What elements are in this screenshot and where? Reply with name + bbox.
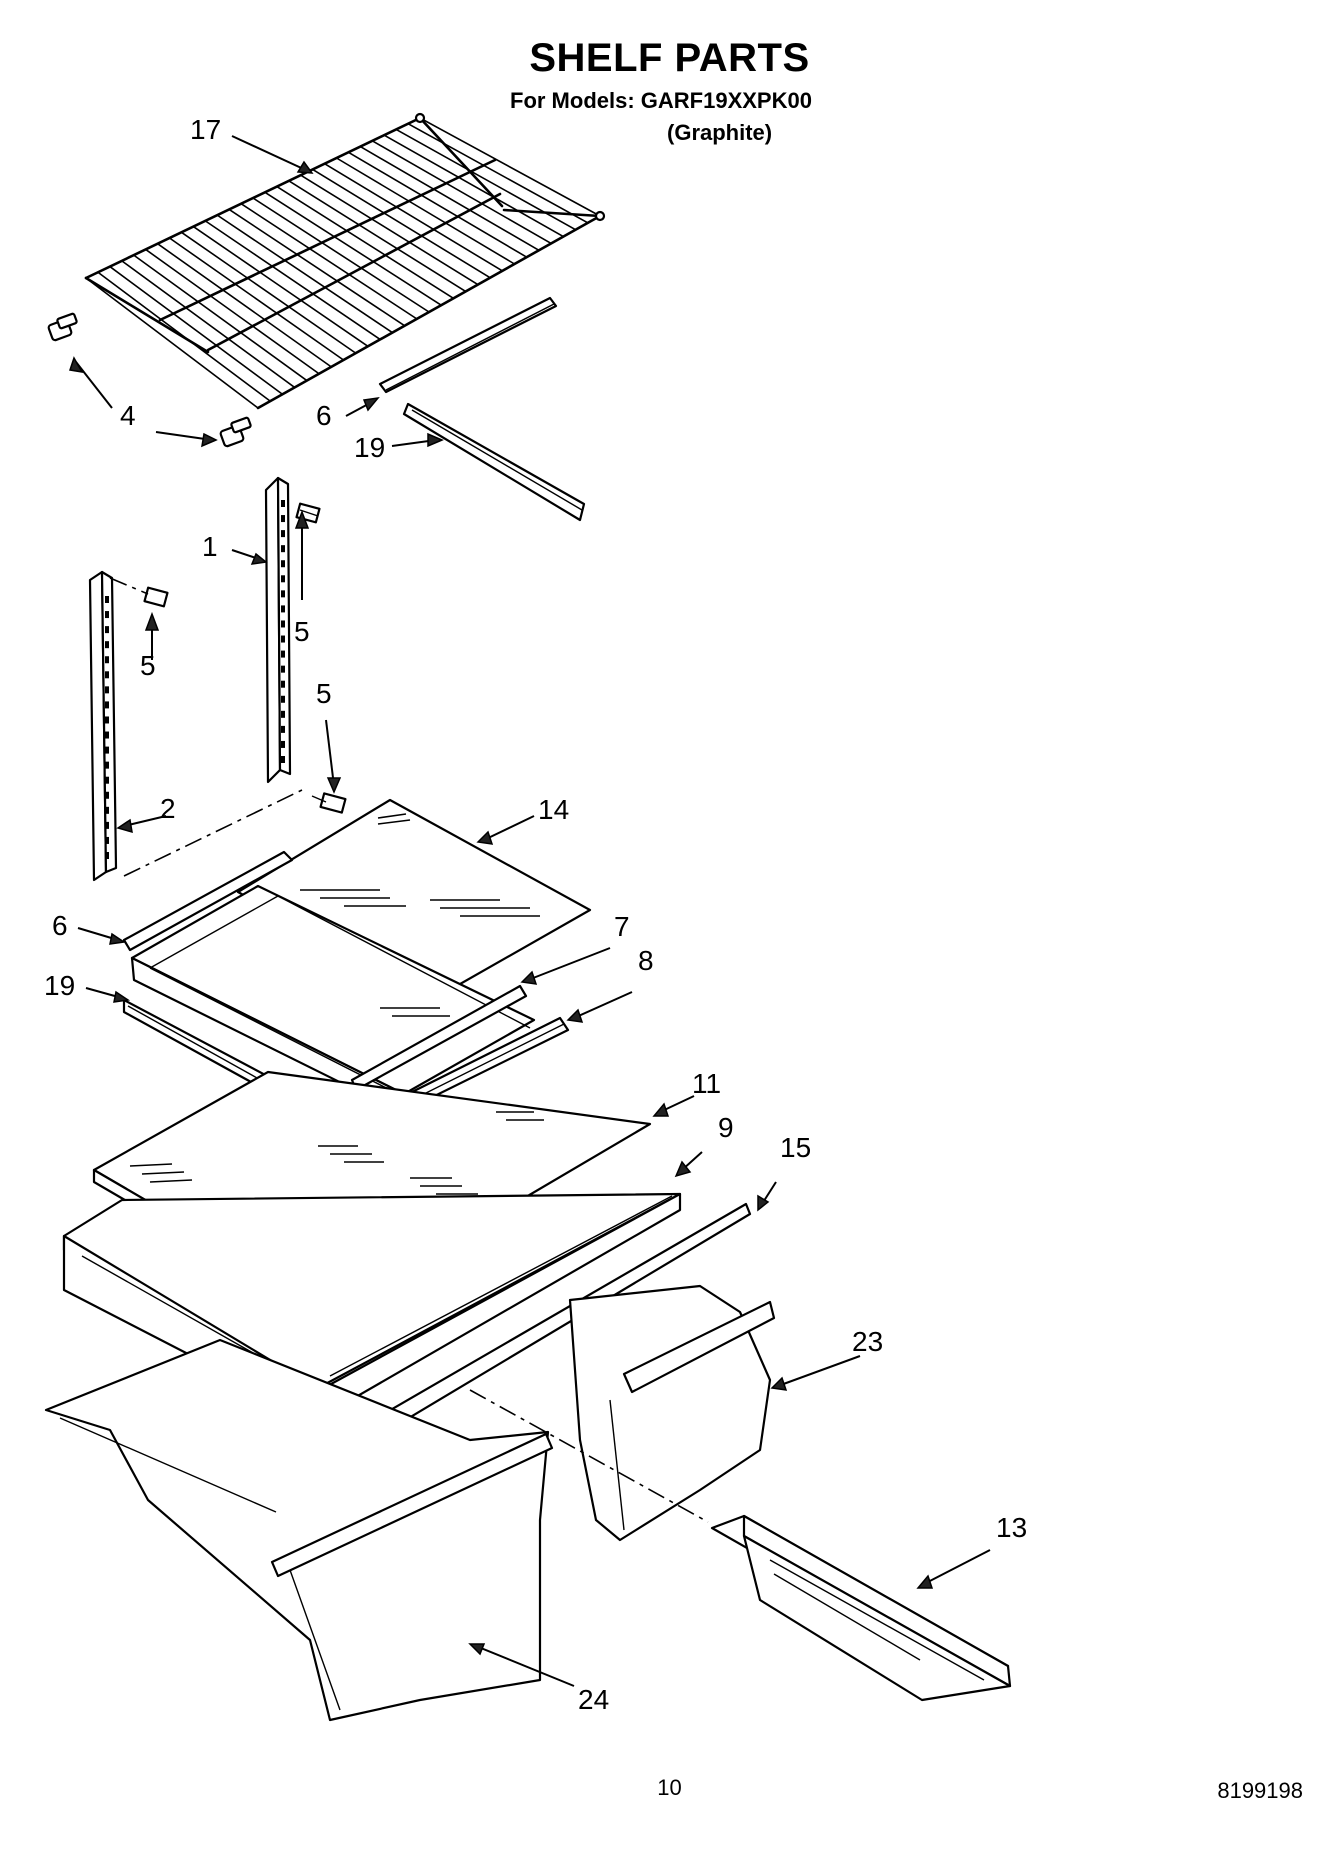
callout-6-mid: 6 xyxy=(52,910,68,941)
divider-bracket-13 xyxy=(710,1514,1012,1702)
screw-5-b xyxy=(109,577,169,608)
end-cap-4-right xyxy=(219,416,252,448)
callout-5-c: 5 xyxy=(316,678,332,709)
crisper-drawer-24 xyxy=(44,1338,554,1722)
models-line: For Models: GARF19XXPK00 xyxy=(510,88,812,113)
trim-19-top xyxy=(402,402,586,522)
callout-6-top: 6 xyxy=(316,400,332,431)
callout-1: 1 xyxy=(202,531,218,562)
callout-9: 9 xyxy=(718,1112,734,1143)
trim-6-top xyxy=(378,296,558,394)
callout-19-mid: 19 xyxy=(44,970,76,1001)
end-cap-4-left xyxy=(47,312,78,342)
trim-6-mid xyxy=(122,850,294,952)
callout-5-a: 5 xyxy=(294,616,310,647)
shelf-ladder-1 xyxy=(264,476,292,784)
callout-15: 15 xyxy=(780,1132,812,1163)
callout-17: 17 xyxy=(190,114,222,145)
screw-5-c xyxy=(311,792,347,814)
callout-23: 23 xyxy=(852,1326,884,1357)
document-code: 8199198 xyxy=(1217,1778,1303,1803)
page-title: SHELF PARTS xyxy=(529,36,810,80)
callout-7: 7 xyxy=(614,911,630,942)
color-line: (Graphite) xyxy=(667,120,773,145)
callout-11: 11 xyxy=(692,1068,722,1099)
callout-4: 4 xyxy=(120,400,136,431)
callout-5-b: 5 xyxy=(140,650,156,681)
crisper-drawer-23 xyxy=(568,1284,776,1542)
callout-2: 2 xyxy=(160,793,176,824)
leader-arrows xyxy=(69,135,991,1687)
callout-13: 13 xyxy=(996,1512,1028,1543)
callout-8: 8 xyxy=(638,945,654,976)
wire-shelf-17 xyxy=(84,112,606,410)
shelf-ladder-2 xyxy=(88,570,118,882)
callout-14: 14 xyxy=(538,794,570,825)
callout-19-top: 19 xyxy=(354,432,386,463)
page-number: 10 xyxy=(657,1775,682,1800)
callout-24: 24 xyxy=(578,1684,610,1715)
